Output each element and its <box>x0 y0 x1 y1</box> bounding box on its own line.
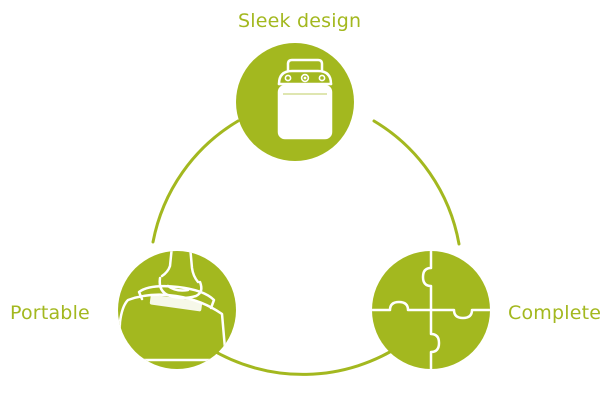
complete-label: Complete <box>508 302 602 324</box>
puzzle-pieces-icon <box>372 251 490 369</box>
portable-node <box>118 251 236 369</box>
connector-top-right <box>372 119 461 246</box>
cycle-connectors <box>151 119 461 376</box>
connector-left-top <box>151 119 240 244</box>
sleek-design-node <box>236 43 354 161</box>
connector-bottom <box>207 342 405 376</box>
complete-node <box>372 251 490 369</box>
sleek-design-label: Sleek design <box>238 10 362 32</box>
device-handle-grip <box>149 294 203 312</box>
hand-carrying-device-icon <box>118 251 228 362</box>
device-controls <box>283 73 327 95</box>
portable-circle <box>118 251 236 369</box>
device-front-icon <box>277 58 333 140</box>
portable-label: Portable <box>10 302 90 324</box>
